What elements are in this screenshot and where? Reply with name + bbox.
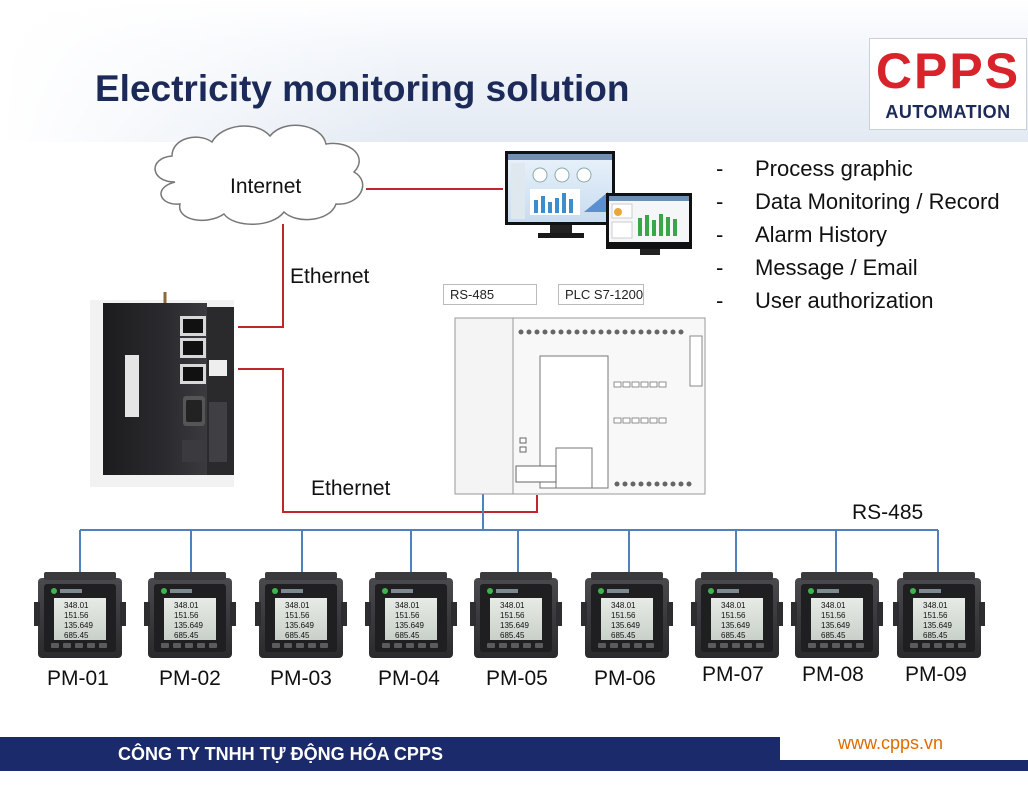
feature-item: -Alarm History [716,222,888,247]
plc-s7-1200 [454,317,706,495]
meter-reading: 685.45 [174,631,199,640]
meter-reading: 348.01 [64,601,89,610]
meter-reading: 685.45 [821,631,846,640]
meter-reading: 685.45 [395,631,420,640]
meter-reading: 151.56 [500,611,525,620]
meter-reading: 685.45 [721,631,746,640]
meter-reading: 135.649 [721,621,750,630]
meter-reading: 348.01 [923,601,948,610]
meter-readings: 348.01151.56135.649685.45348.01151.56135… [64,601,952,640]
page-title: Electricity monitoring solution [95,68,630,109]
meter-reading: 135.649 [64,621,93,630]
feature-item: -Message / Email [716,255,918,280]
rs485-module-label: RS-485 [443,284,537,305]
meter-label-pm-09: PM-09 [905,663,967,686]
meter-reading: 135.649 [611,621,640,630]
meter-reading: 685.45 [923,631,948,640]
meter-reading: 151.56 [821,611,846,620]
meter-reading: 135.649 [285,621,314,630]
footer-website-link[interactable]: www.cpps.vn [838,733,944,753]
header-band [0,0,1028,142]
logo-sub-text: AUTOMATION [885,102,1011,122]
meter-reading: 135.649 [923,621,952,630]
meter-reading: 151.56 [174,611,199,620]
meter-reading: 151.56 [395,611,420,620]
meter-label-pm-06: PM-06 [594,667,656,690]
meter-reading: 685.45 [500,631,525,640]
ethernet-label-top: Ethernet [290,265,370,288]
meter-reading: 151.56 [285,611,310,620]
meter-reading: 348.01 [395,601,420,610]
feature-item: -Data Monitoring / Record [716,189,1000,214]
meter-label-pm-04: PM-04 [378,667,440,690]
internet-label: Internet [230,175,302,198]
meter-label-pm-01: PM-01 [47,667,109,690]
meter-reading: 135.649 [174,621,203,630]
meter-reading: 348.01 [285,601,310,610]
meter-label-pm-07: PM-07 [702,663,764,686]
footer-company-name: CÔNG TY TNHH TỰ ĐỘNG HÓA CPPS [118,744,443,764]
meter-reading: 348.01 [721,601,746,610]
ethernet-label-bottom: Ethernet [311,477,391,500]
meter-reading: 348.01 [821,601,846,610]
meter-reading: 348.01 [611,601,636,610]
meter-reading: 685.45 [611,631,636,640]
feature-list: -Process graphic -Data Monitoring / Reco… [716,152,1000,317]
feature-item: -Process graphic [716,156,913,181]
meter-label-pm-05: PM-05 [486,667,548,690]
meter-reading: 135.649 [395,621,424,630]
meter-reading: 348.01 [174,601,199,610]
company-logo: CPPS AUTOMATION [869,38,1027,130]
meter-label-pm-03: PM-03 [270,667,332,690]
meter-label-pm-02: PM-02 [159,667,221,690]
logo-main-text: CPPS [875,43,1021,99]
meter-reading: 151.56 [923,611,948,620]
ethernet-lines [238,188,538,513]
footer-url-box [780,730,1028,760]
feature-item: -User authorization [716,288,934,313]
meter-reading: 151.56 [64,611,89,620]
meter-reading: 685.45 [64,631,89,640]
meter-reading: 151.56 [721,611,746,620]
meter-reading: 348.01 [500,601,525,610]
meter-reading: 135.649 [500,621,529,630]
internet-cloud [154,124,364,225]
meter-reading: 151.56 [611,611,636,620]
meter-label-pm-08: PM-08 [802,663,864,686]
meter-reading: 135.649 [821,621,850,630]
meter-reading: 685.45 [285,631,310,640]
scada-monitors [505,151,692,255]
rs485-bus-label: RS-485 [852,501,924,524]
plc-label: PLC S7-1200 [558,284,644,305]
rs485-bus [79,493,939,574]
ethernet-gateway [90,292,234,487]
